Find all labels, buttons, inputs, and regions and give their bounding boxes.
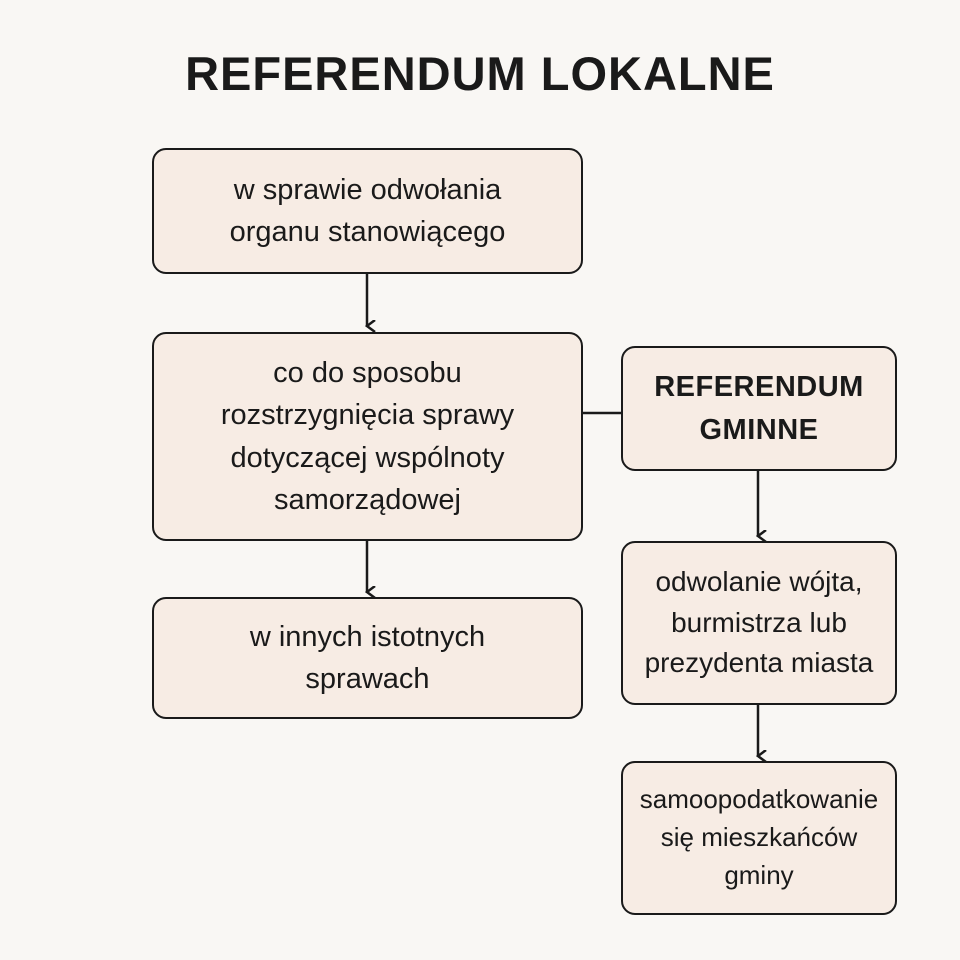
node-inne-sprawy: w innych istotnych sprawach <box>152 597 583 719</box>
node-referendum-gminne: REFERENDUM GMINNE <box>621 346 897 471</box>
node-label: REFERENDUM GMINNE <box>654 371 864 446</box>
node-sposob-rozstrzygniecia: co do sposobu rozstrzygnięcia sprawy dot… <box>152 332 583 541</box>
diagram-title: REFERENDUM LOKALNE <box>185 47 775 100</box>
node-label: w sprawie odwołania organu stanowiącego <box>229 173 506 248</box>
node-samoopodatkowanie: samoopodatkowanie się mieszkańców gminy <box>621 761 897 915</box>
node-label: w innych istotnych sprawach <box>249 620 486 695</box>
node-odwolanie-organu: w sprawie odwołania organu stanowiącego <box>152 148 583 274</box>
node-label: co do sposobu rozstrzygnięcia sprawy dot… <box>220 357 515 516</box>
node-label: samoopodatkowanie się mieszkańców gminy <box>639 784 879 890</box>
node-odwolanie-wojta: odwolanie wójta, burmistrza lub prezyden… <box>621 541 897 705</box>
node-label: odwolanie wójta, burmistrza lub prezyden… <box>644 566 874 679</box>
